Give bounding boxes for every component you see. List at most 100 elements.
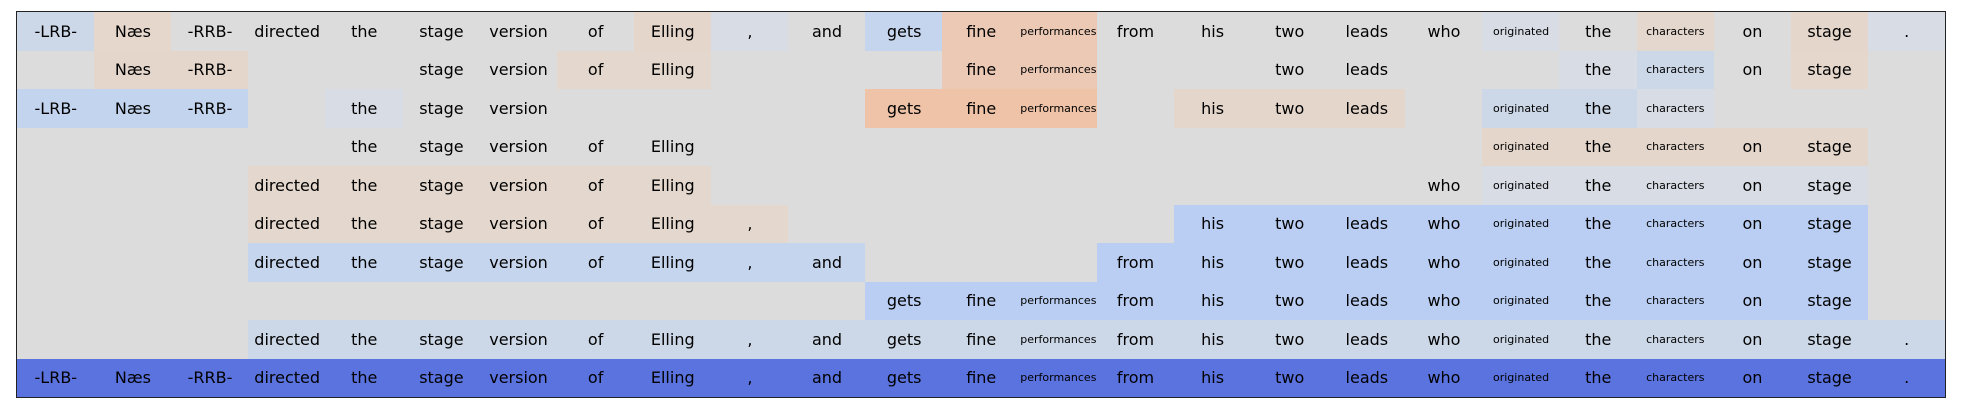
- token-cell: performances: [1019, 358, 1098, 397]
- token-cell: [1096, 50, 1175, 89]
- token-cell: [1173, 50, 1252, 89]
- token-cell: gets: [865, 358, 943, 397]
- token-cell: -RRB-: [171, 50, 249, 89]
- token-cell: [865, 204, 943, 243]
- token-cell: fine: [942, 50, 1021, 89]
- token-cell: [633, 281, 712, 320]
- token-cell: [1019, 127, 1098, 166]
- token-cell: [788, 89, 866, 128]
- token-cell: [942, 127, 1021, 166]
- token-cell: [171, 281, 249, 320]
- token-cell: [865, 243, 943, 282]
- token-cell: [556, 281, 635, 320]
- token-cell: ,: [711, 204, 789, 243]
- token-cell: [171, 166, 249, 205]
- token-cell: stage: [1790, 50, 1869, 89]
- token-cell: who: [1405, 166, 1483, 205]
- token-cell: [1096, 204, 1175, 243]
- token-cell: [942, 243, 1021, 282]
- token-cell: on: [1713, 204, 1792, 243]
- token-cell: [248, 127, 326, 166]
- token-cell: the: [1559, 243, 1637, 282]
- token-cell: [94, 320, 172, 359]
- token-cell: who: [1405, 243, 1483, 282]
- token-cell: the: [325, 89, 404, 128]
- token-cell: characters: [1636, 281, 1715, 320]
- token-cell: Elling: [633, 204, 712, 243]
- token-cell: [17, 204, 95, 243]
- token-cell: [17, 127, 95, 166]
- token-cell: stage: [402, 204, 481, 243]
- token-cell: fine: [942, 281, 1021, 320]
- token-cell: .: [1867, 358, 1946, 397]
- token-cell: [248, 89, 326, 128]
- token-cell: stage: [1790, 243, 1869, 282]
- token-cell: [1096, 89, 1175, 128]
- token-cell: Elling: [633, 127, 712, 166]
- token-cell: the: [1559, 358, 1637, 397]
- token-cell: performances: [1019, 281, 1098, 320]
- token-cell: [1867, 50, 1946, 89]
- token-cell: the: [1559, 89, 1637, 128]
- token-cell: [1173, 166, 1252, 205]
- token-cell: characters: [1636, 50, 1715, 89]
- token-cell: Elling: [633, 358, 712, 397]
- token-cell: characters: [1636, 204, 1715, 243]
- token-cell: stage: [402, 89, 481, 128]
- token-cell: [1096, 127, 1175, 166]
- token-cell: directed: [248, 358, 326, 397]
- token-cell: [1867, 281, 1946, 320]
- token-cell: from: [1096, 243, 1175, 282]
- token-cell: of: [556, 320, 635, 359]
- token-cell: gets: [865, 12, 943, 51]
- token-cell: directed: [248, 12, 326, 51]
- token-cell: version: [479, 204, 558, 243]
- token-cell: [17, 320, 95, 359]
- token-cell: characters: [1636, 320, 1715, 359]
- token-cell: version: [479, 166, 558, 205]
- token-cell: from: [1096, 358, 1175, 397]
- token-cell: his: [1173, 243, 1252, 282]
- token-cell: [1250, 166, 1329, 205]
- token-cell: .: [1867, 320, 1946, 359]
- token-cell: [402, 281, 481, 320]
- token-cell: his: [1173, 320, 1252, 359]
- token-cell: and: [788, 320, 866, 359]
- token-cell: [1405, 89, 1483, 128]
- token-cell: leads: [1328, 89, 1406, 128]
- token-cell: [865, 127, 943, 166]
- token-cell: gets: [865, 281, 943, 320]
- token-cell: [1328, 127, 1406, 166]
- token-cell: two: [1250, 358, 1329, 397]
- token-cell: the: [1559, 204, 1637, 243]
- token-cell: gets: [865, 320, 943, 359]
- token-cell: stage: [402, 320, 481, 359]
- token-cell: the: [1559, 12, 1637, 51]
- token-cell: -LRB-: [17, 89, 95, 128]
- token-cell: -RRB-: [171, 12, 249, 51]
- token-cell: Elling: [633, 320, 712, 359]
- token-cell: who: [1405, 204, 1483, 243]
- token-cell: version: [479, 12, 558, 51]
- token-cell: -LRB-: [17, 12, 95, 51]
- token-cell: of: [556, 358, 635, 397]
- token-cell: characters: [1636, 89, 1715, 128]
- token-cell: performances: [1019, 50, 1098, 89]
- token-cell: the: [325, 204, 404, 243]
- token-cell: [94, 204, 172, 243]
- token-cell: directed: [248, 243, 326, 282]
- token-cell: [711, 89, 789, 128]
- token-cell: [711, 127, 789, 166]
- token-cell: -RRB-: [171, 358, 249, 397]
- token-cell: originated: [1482, 166, 1560, 205]
- token-cell: from: [1096, 281, 1175, 320]
- token-cell: originated: [1482, 320, 1560, 359]
- token-cell: two: [1250, 281, 1329, 320]
